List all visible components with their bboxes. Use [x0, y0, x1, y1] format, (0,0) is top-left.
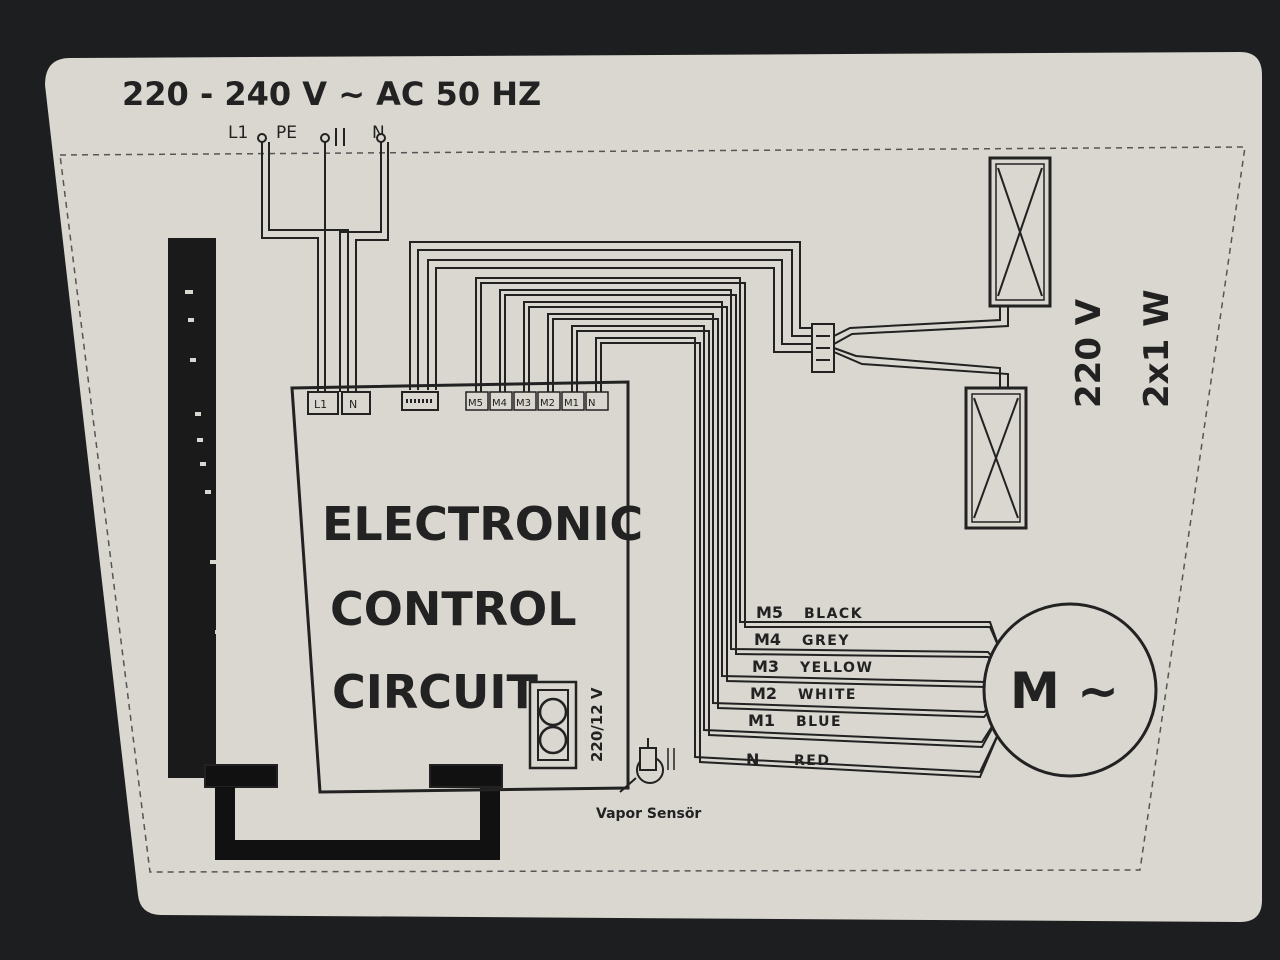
motor-wire-terminal-label: N — [746, 750, 759, 769]
enclosure-dashed-border — [59, 146, 1246, 873]
board-title-line-1: ELECTRONIC — [322, 497, 643, 551]
vapor-sensor-icon — [619, 738, 675, 793]
board-motor-terminal-label: M4 — [492, 398, 507, 409]
terminal-label-l1: L1 — [228, 123, 248, 143]
board-terminal-n — [341, 391, 371, 415]
heater-resistor-top — [988, 156, 1052, 308]
heater-wiring — [409, 241, 812, 390]
motor-symbol-label: M ~ — [1010, 662, 1119, 720]
motor-wire — [576, 330, 1001, 749]
earth-symbol — [335, 128, 345, 146]
motor-wire-terminal-label: M3 — [752, 657, 779, 676]
electronic-control-circuit-board: L1 N M5 M4 M3 M2 M1 N ELECTRONIC CONTROL CIRC… — [290, 380, 643, 794]
board-motor-terminal-label: M2 — [540, 398, 555, 409]
board-title-line-2: CONTROL — [330, 582, 577, 636]
board-motor-terminal-label: M1 — [564, 398, 579, 409]
board-terminal-l1 — [307, 391, 339, 415]
motor-wire-color-label: BLUE — [796, 714, 842, 730]
terminal-label-pe: PE — [276, 123, 297, 143]
motor-wire — [571, 325, 1001, 744]
motor-wire-terminal-label: M1 — [748, 711, 775, 730]
heater-base — [204, 764, 503, 860]
heater-voltage-label: 220 V — [1069, 298, 1109, 408]
supply-voltage-label: 220 - 240 V ~ AC 50 HZ — [122, 75, 541, 113]
transformer-rating-label: 220/12 V — [588, 687, 606, 762]
ribbon-connector — [401, 391, 439, 411]
heater-power-label: 2x1 W — [1137, 289, 1177, 408]
motor-wire — [595, 337, 1001, 774]
motor-wire-terminal-label: M4 — [754, 630, 781, 649]
motor-wire — [475, 277, 1001, 651]
board-input-label-l1: L1 — [314, 398, 327, 411]
board-motor-terminal-label: M5 — [468, 398, 483, 409]
motor-wire-labels: M5 BLACK M4 GREY M3 YELLOW M2 WHITE M1 BLUE N RED — [746, 603, 873, 769]
board-motor-terminal-label: M3 — [516, 398, 531, 409]
label-sticker — [45, 52, 1262, 922]
heater-element-left — [168, 238, 226, 778]
board-title-line-3: CIRCUIT — [332, 665, 539, 719]
supply-wires — [261, 142, 389, 392]
motor-wire — [600, 342, 1001, 779]
motor-wire-terminal-label: M5 — [756, 603, 783, 622]
heater-connector — [811, 300, 1009, 392]
motor-wire — [499, 289, 1001, 667]
transformer-icon — [528, 680, 578, 770]
board-input-label-n: N — [349, 398, 357, 411]
motor-symbol — [982, 602, 1158, 778]
heater-resistor-bottom — [964, 386, 1028, 530]
motor-wire-terminal-label: M2 — [750, 684, 777, 703]
vapor-sensor-label: Vapor Sensör — [596, 806, 701, 822]
motor-wire-color-label: GREY — [802, 633, 850, 649]
motor-wire-color-label: WHITE — [798, 687, 857, 703]
motor-wire-color-label: RED — [794, 753, 830, 769]
motor-wire-color-label: BLACK — [804, 606, 863, 622]
motor-wire — [480, 282, 1001, 651]
board-motor-terminal-label: N — [588, 398, 595, 409]
motor-wire-color-label: YELLOW — [799, 660, 873, 676]
